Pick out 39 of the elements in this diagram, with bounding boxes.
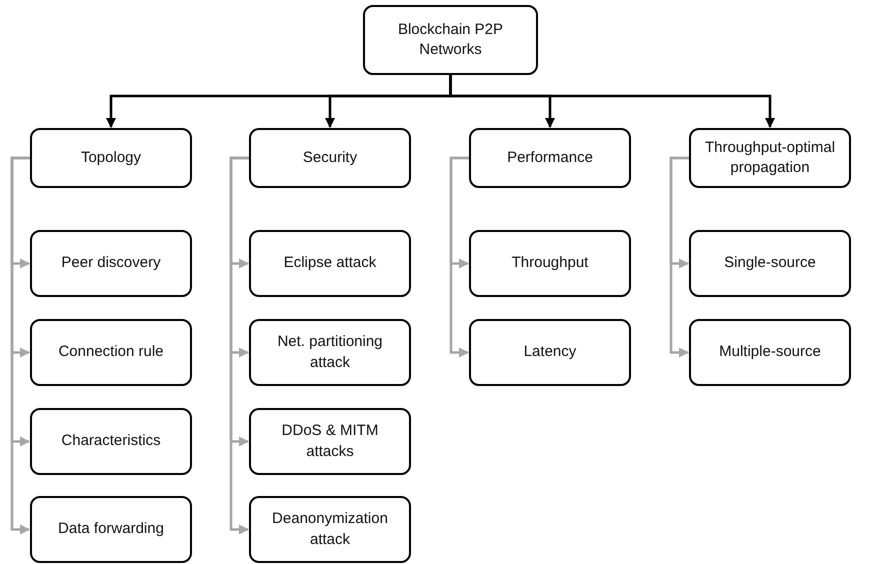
category-box	[249, 230, 411, 297]
box-label: Characteristics	[61, 431, 161, 452]
box-label: Performance	[507, 148, 593, 168]
category-box	[689, 319, 851, 386]
arrow	[449, 75, 775, 128]
box-label: Latency	[524, 342, 576, 362]
arrow	[10, 156, 30, 534]
category-box	[249, 496, 411, 563]
box-label: Deanonymization attack	[271, 509, 389, 550]
category-box	[30, 230, 192, 297]
category-box	[469, 319, 631, 386]
category-box	[249, 319, 411, 386]
box-label: Topology	[80, 148, 142, 168]
box-label: Peer discovery	[61, 253, 161, 274]
category-box	[30, 408, 192, 475]
box-label: Eclipse attack	[284, 253, 376, 274]
box-label: Blockchain P2P Networks	[396, 20, 504, 60]
category-box	[689, 230, 851, 297]
category-box	[30, 319, 192, 386]
category-box	[249, 128, 411, 188]
arrow	[230, 156, 249, 534]
box-label: Connection rule	[58, 342, 164, 362]
category-box	[30, 128, 192, 188]
root-box	[363, 5, 538, 75]
category-box	[30, 496, 192, 563]
box-label: Multiple-source	[719, 342, 821, 362]
arrow	[670, 156, 689, 358]
box-label: Security	[302, 148, 358, 168]
box-label: Net. partitioning attack	[276, 332, 384, 372]
category-box	[249, 408, 411, 475]
category-box	[469, 128, 631, 188]
box-label: DDoS & MITM attacks	[280, 421, 380, 462]
category-box	[469, 230, 631, 297]
box-label: Throughput-optimal propagation	[704, 138, 836, 178]
box-label: Throughput	[512, 253, 588, 274]
box-label: Data forwarding	[58, 519, 164, 540]
box-label: Single-source	[724, 253, 816, 274]
arrow	[450, 156, 469, 358]
category-box	[689, 128, 851, 188]
